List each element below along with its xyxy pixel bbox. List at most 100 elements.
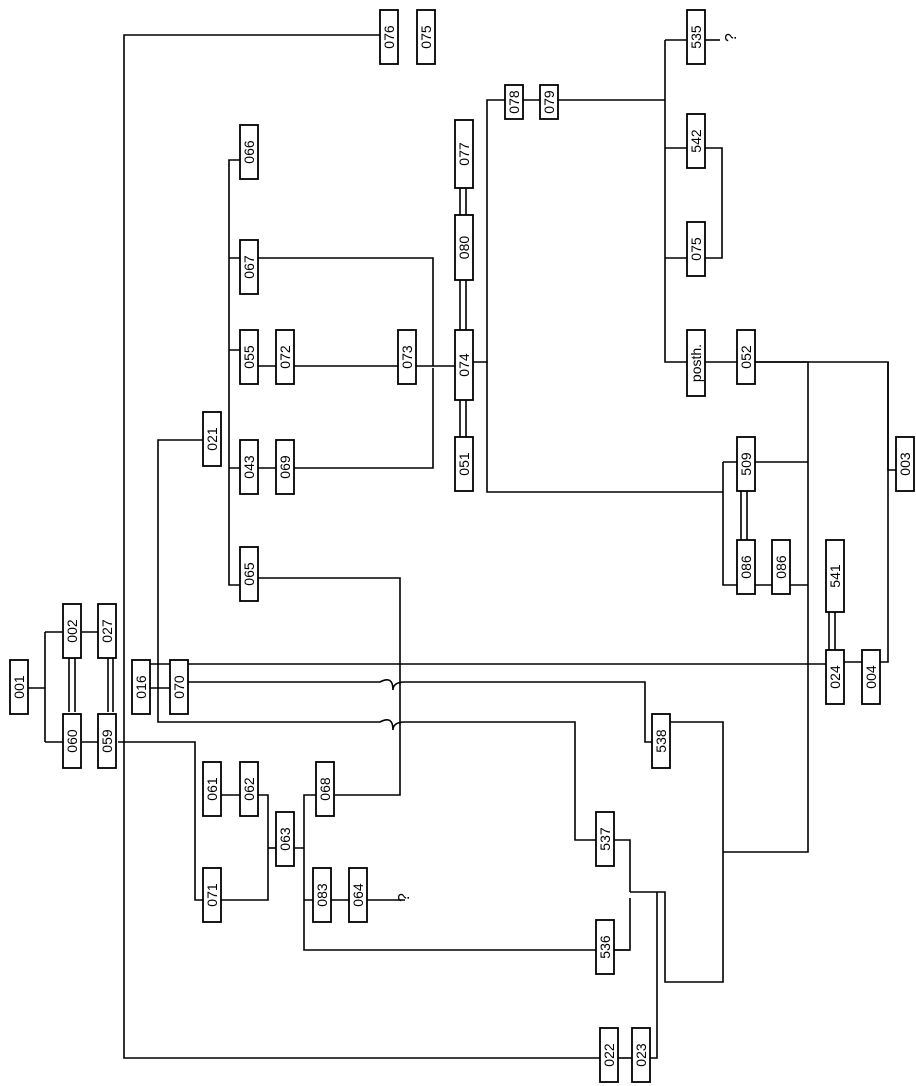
node-label: 027 — [99, 619, 115, 643]
node-066: 066 — [240, 125, 258, 179]
node-062: 062 — [240, 762, 258, 816]
node-label: 536 — [597, 935, 613, 959]
node-080: 080 — [455, 215, 473, 280]
node-060: 060 — [63, 714, 81, 768]
node-label: 043 — [241, 455, 257, 479]
unknown-marker: ? — [396, 893, 413, 902]
node-group: 001 002 060 027 059 016 070 021 065 043 069 055 072 0… — [10, 10, 914, 1082]
node-label: 023 — [633, 1043, 649, 1067]
node-label: 074 — [456, 353, 472, 377]
node-003: 003 — [896, 437, 914, 491]
node-001: 001 — [10, 660, 28, 714]
node-072: 072 — [276, 330, 294, 384]
node-label: 072 — [277, 345, 293, 369]
node-022: 022 — [600, 1028, 618, 1082]
node-538: 538 — [652, 714, 670, 768]
node-027: 027 — [98, 604, 116, 658]
node-label: 079 — [541, 90, 557, 114]
node-535: 535 — [687, 10, 705, 64]
node-071: 071 — [203, 868, 221, 922]
node-posth: posth. — [687, 330, 705, 396]
node-077: 077 — [455, 120, 473, 188]
node-075a: 075 — [417, 10, 435, 64]
node-021: 021 — [203, 412, 221, 466]
node-label: posth. — [688, 344, 704, 382]
node-064: 064 — [349, 868, 367, 922]
node-label: 004 — [863, 665, 879, 689]
node-label: 076 — [381, 25, 397, 49]
node-label: 069 — [277, 455, 293, 479]
node-043: 043 — [240, 440, 258, 494]
node-055: 055 — [240, 330, 258, 384]
node-086a: 086 — [737, 540, 755, 594]
node-label: 022 — [601, 1043, 617, 1067]
node-label: 062 — [241, 777, 257, 801]
node-075b: 075 — [687, 222, 705, 276]
node-label: 535 — [688, 25, 704, 49]
node-023: 023 — [632, 1028, 650, 1082]
node-label: 001 — [11, 675, 27, 699]
node-label: 065 — [241, 562, 257, 586]
node-label: 060 — [64, 729, 80, 753]
node-063: 063 — [276, 812, 294, 866]
node-label: 059 — [99, 729, 115, 753]
node-label: 542 — [688, 129, 704, 153]
node-label: 061 — [204, 777, 220, 801]
node-label: 078 — [506, 90, 522, 114]
node-label: 070 — [171, 675, 187, 699]
node-label: 538 — [653, 729, 669, 753]
node-067: 067 — [240, 240, 258, 294]
node-078: 078 — [505, 85, 523, 119]
node-label: 067 — [241, 255, 257, 279]
node-label: 541 — [827, 564, 843, 588]
node-label: 537 — [597, 827, 613, 851]
node-069: 069 — [276, 440, 294, 494]
node-074: 074 — [455, 330, 473, 400]
node-068: 068 — [316, 762, 334, 816]
node-004: 004 — [862, 650, 880, 704]
node-052: 052 — [737, 330, 755, 384]
node-002: 002 — [63, 604, 81, 658]
node-label: 086 — [738, 555, 754, 579]
node-label: 073 — [399, 345, 415, 369]
node-509: 509 — [737, 437, 755, 491]
node-051: 051 — [455, 437, 473, 491]
node-label: 086 — [773, 555, 789, 579]
node-label: 052 — [738, 345, 754, 369]
node-label: 021 — [204, 427, 220, 451]
node-label: 055 — [241, 345, 257, 369]
node-024: 024 — [826, 650, 844, 704]
node-label: 066 — [241, 140, 257, 164]
node-537: 537 — [596, 812, 614, 866]
node-label: 083 — [314, 883, 330, 907]
node-label: 077 — [456, 142, 472, 166]
node-070: 070 — [170, 660, 188, 714]
node-079: 079 — [540, 85, 558, 119]
node-541: 541 — [826, 540, 844, 612]
node-label: 003 — [897, 452, 913, 476]
node-label: 080 — [456, 236, 472, 260]
node-label: 075 — [688, 237, 704, 261]
node-label: 063 — [277, 827, 293, 851]
node-label: 068 — [317, 777, 333, 801]
node-086b: 086 — [772, 540, 790, 594]
node-label: 064 — [350, 883, 366, 907]
node-083: 083 — [313, 868, 331, 922]
node-label: 051 — [456, 452, 472, 476]
node-label: 016 — [133, 675, 149, 699]
unknown-marker: ? — [723, 33, 740, 42]
node-016: 016 — [132, 660, 150, 714]
node-label: 509 — [738, 452, 754, 476]
node-label: 002 — [64, 619, 80, 643]
node-542: 542 — [687, 114, 705, 168]
node-076: 076 — [380, 10, 398, 64]
node-065: 065 — [240, 547, 258, 601]
node-059: 059 — [98, 714, 116, 768]
node-label: 071 — [204, 883, 220, 907]
node-061: 061 — [203, 762, 221, 816]
node-label: 024 — [827, 665, 843, 689]
node-536: 536 — [596, 920, 614, 974]
node-073: 073 — [398, 330, 416, 384]
